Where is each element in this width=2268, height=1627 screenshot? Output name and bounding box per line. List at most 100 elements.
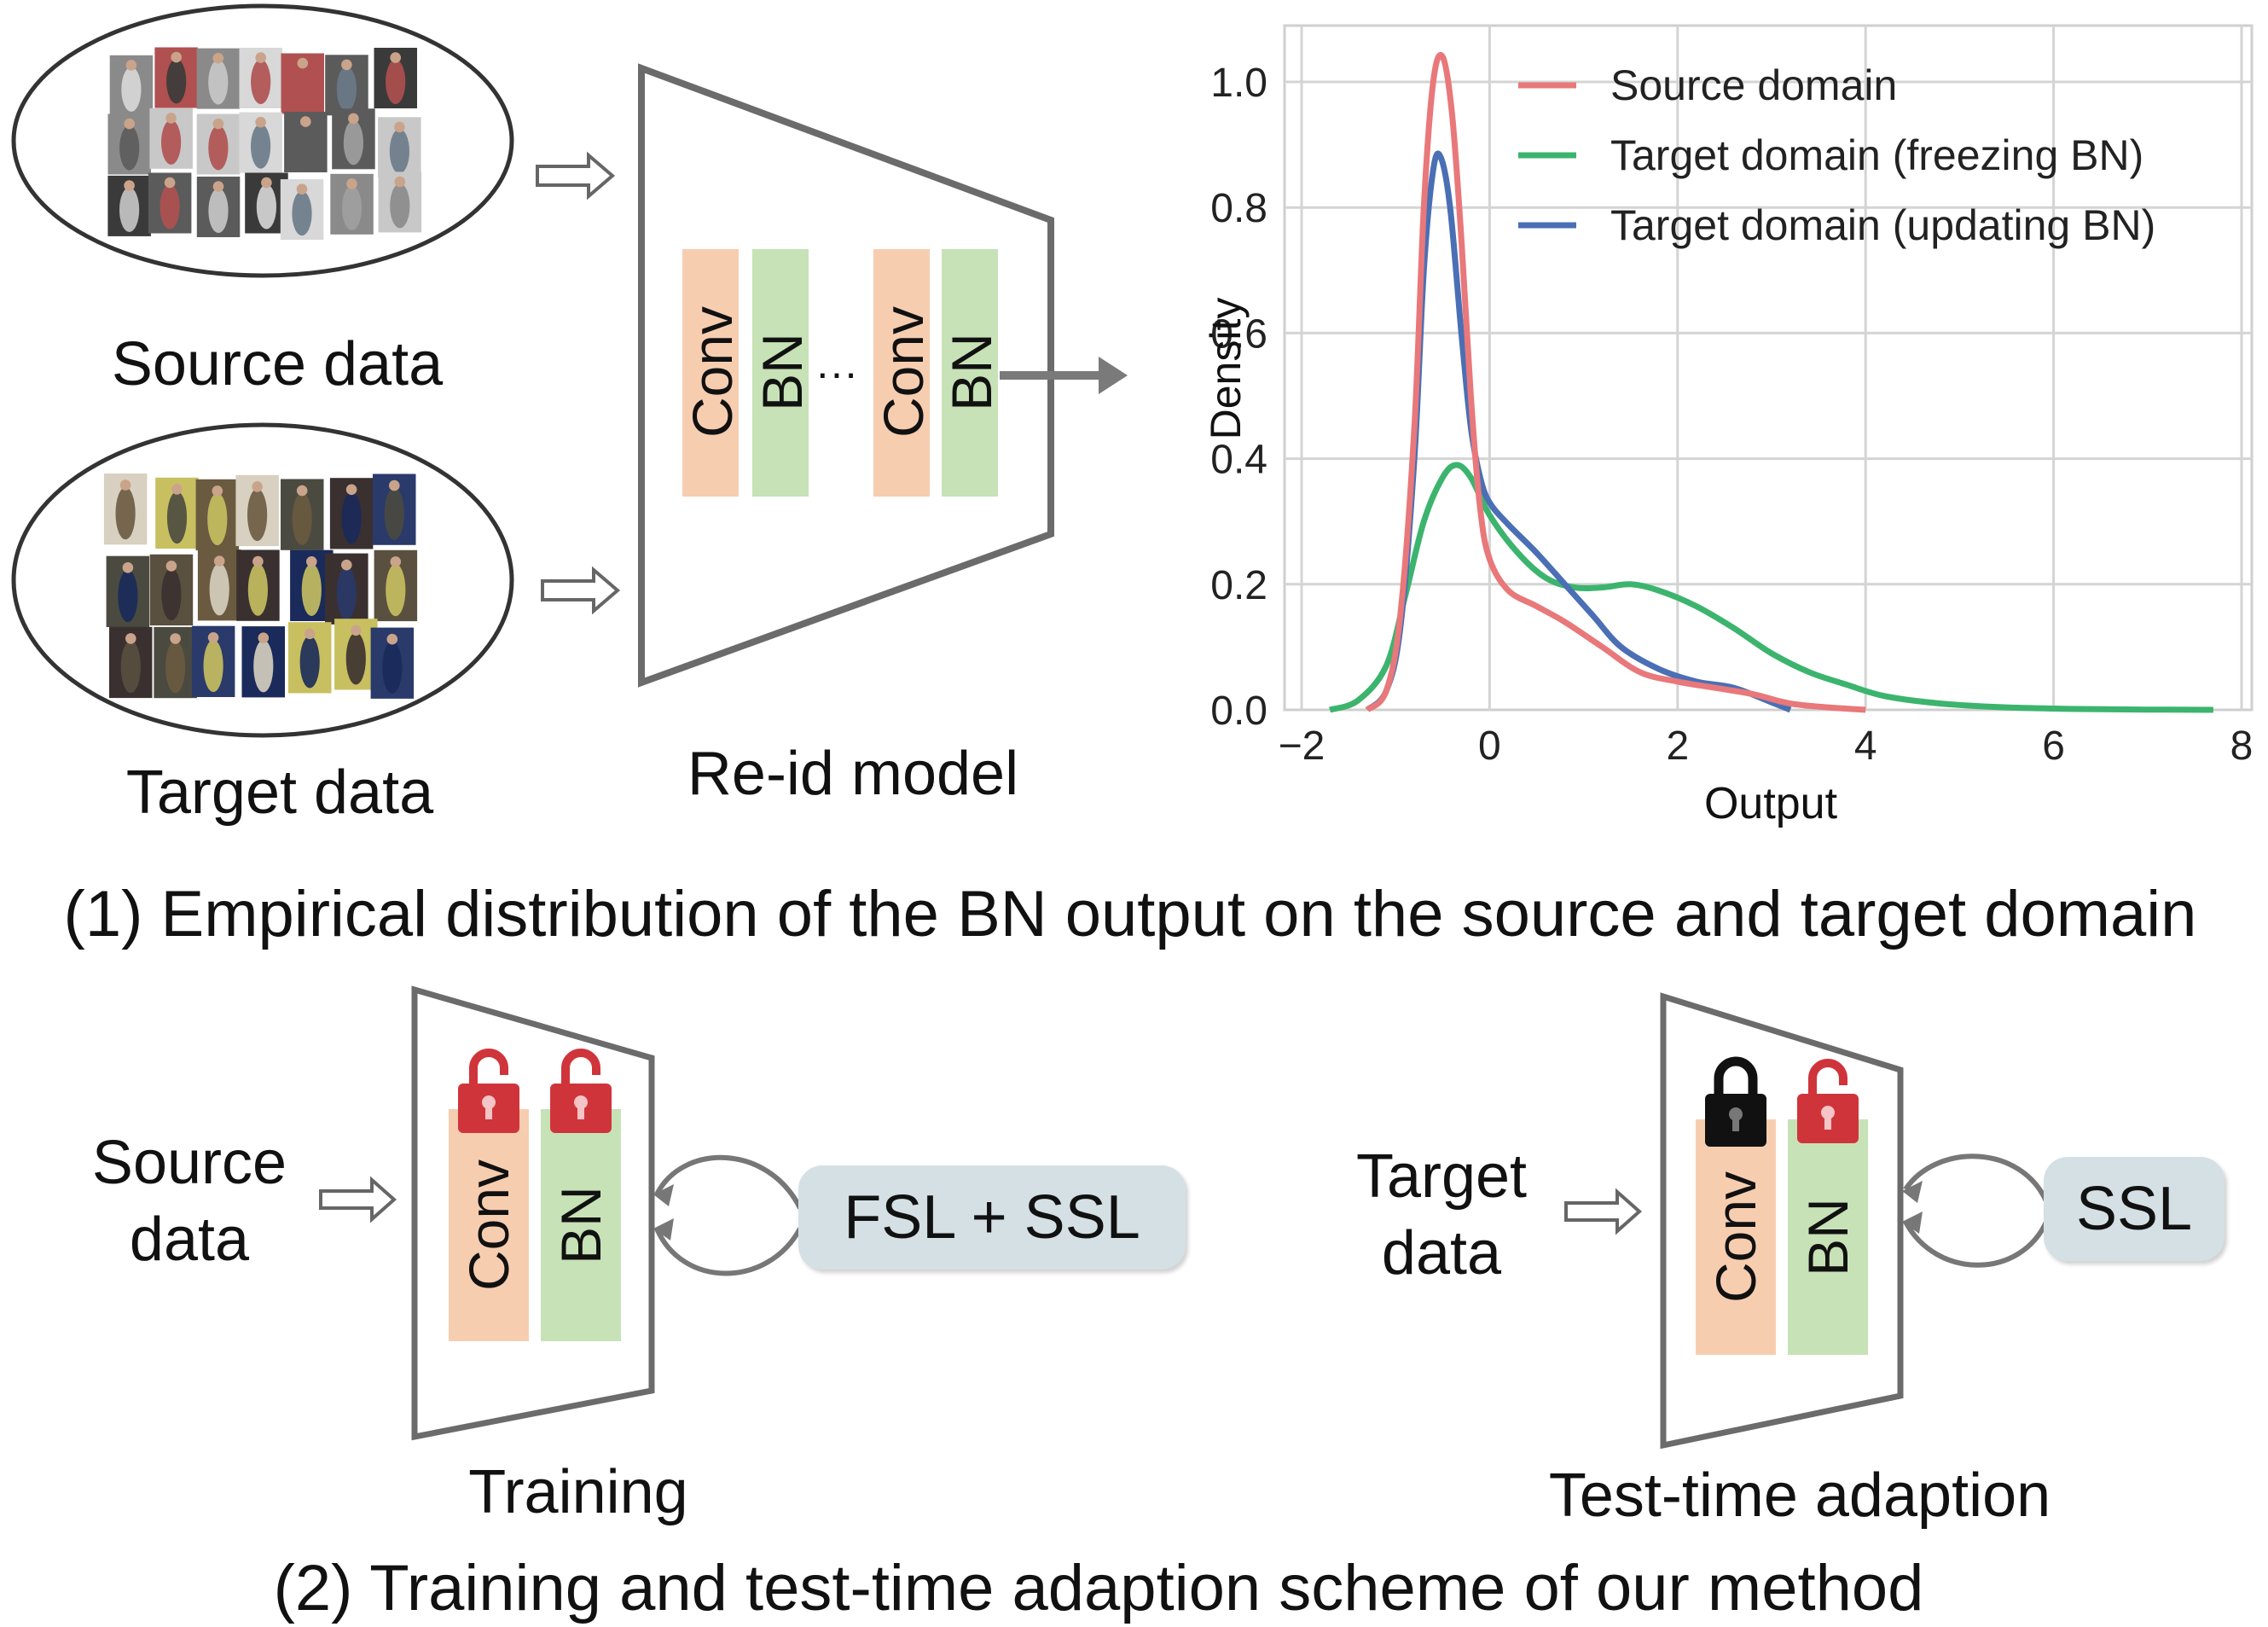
x-tick-label: 2 <box>1666 723 1689 769</box>
x-tick-label: −2 <box>1279 723 1325 769</box>
person-figure <box>389 129 409 174</box>
training-loop-arrowhead-top-icon <box>653 1184 674 1206</box>
person-head <box>296 183 308 195</box>
adaption-input-label-line2: data <box>1381 1219 1502 1287</box>
chart-y-axis-title: Density <box>1202 297 1250 440</box>
conv-block-1 <box>682 249 739 497</box>
x-tick-label: 8 <box>2230 723 2253 769</box>
person-figure <box>292 492 312 545</box>
person-figure <box>166 59 187 104</box>
training-loss-pill: FSL + SSL <box>798 1165 1186 1270</box>
adaption-conv-locked-lock-icon <box>1705 1056 1766 1147</box>
person-head <box>390 556 402 567</box>
person-figure <box>208 60 229 105</box>
person-figure <box>208 188 229 233</box>
person-head <box>348 113 359 125</box>
person-head <box>394 176 406 188</box>
person-figure <box>161 568 182 621</box>
person-head <box>124 180 135 191</box>
bn-output-arrowhead-icon <box>1099 357 1128 394</box>
person-figure <box>341 185 363 230</box>
person-head <box>389 479 400 491</box>
adaption-loop-arrow-icon <box>1903 1153 2050 1268</box>
conv-block-2 <box>873 249 930 497</box>
source-data-collage <box>107 47 422 241</box>
person-head <box>296 485 308 497</box>
bn-block-1 <box>752 249 809 497</box>
adaption-loop-arrowhead-top-icon <box>1902 1181 1923 1203</box>
adaption-loop-arrowhead-bottom-icon <box>1902 1212 1923 1234</box>
person-head <box>297 57 309 69</box>
adaption-input-arrow-icon <box>1564 1188 1643 1235</box>
chart-x-axis-title: Output <box>1703 779 1838 828</box>
person-figure <box>251 124 271 169</box>
person-figure <box>390 183 410 229</box>
conv-label-2: Conv <box>872 305 935 439</box>
person-head <box>252 555 264 567</box>
series-line-target-domain-freezing-bn <box>1329 462 2213 713</box>
person-head <box>212 485 223 497</box>
adaption-bn-unlocked-lock-icon <box>1797 1059 1859 1143</box>
training-loop-arrow-icon <box>654 1155 803 1276</box>
y-tick-label: 0.2 <box>1210 563 1267 608</box>
person-head <box>351 625 362 636</box>
adaption-bn-block <box>1788 1119 1868 1355</box>
person-figure <box>161 119 182 165</box>
target-data-collage <box>103 474 418 699</box>
person-head <box>171 484 183 495</box>
chart-series-group <box>1329 51 2213 713</box>
person-figure <box>166 491 188 544</box>
person-head <box>213 555 225 567</box>
person-figure <box>247 563 268 616</box>
person-figure <box>253 640 274 693</box>
legend-label-target-domain-updating-bn: Target domain (updating BN) <box>1610 201 2155 249</box>
person-figure <box>256 184 276 230</box>
person-figure <box>386 59 406 104</box>
bn-label-1: BN <box>751 333 814 411</box>
training-conv-unlocked-lock-icon <box>458 1049 519 1133</box>
person-head <box>346 178 357 189</box>
person-figure <box>207 492 228 546</box>
person-head <box>165 113 177 124</box>
training-input-label-line1: Source <box>91 1129 287 1197</box>
training-conv-block <box>449 1109 529 1341</box>
block-ellipsis: ··· <box>815 349 858 397</box>
adaption-label: Test-time adaption <box>1548 1461 2051 1530</box>
adaption-input-label-line1: Target <box>1355 1142 1528 1211</box>
person-head <box>125 60 137 71</box>
person-head <box>255 52 267 63</box>
person-head <box>252 481 263 492</box>
reid-model-trapezoid <box>638 63 1054 688</box>
person-head <box>341 59 352 71</box>
person-head <box>125 633 136 644</box>
person-head <box>261 177 272 189</box>
series-line-source-domain <box>1365 51 1866 713</box>
y-tick-label: 0.8 <box>1210 186 1267 231</box>
person-head <box>165 561 177 572</box>
person-figure <box>295 123 316 168</box>
person-figure <box>115 487 136 540</box>
training-input-arrow-icon <box>319 1176 397 1223</box>
adaption-loss-pill: SSL <box>2044 1157 2224 1261</box>
figure-caption-2: (2) Training and test-time adaption sche… <box>273 1552 1924 1624</box>
training-bn-unlocked-lock-icon <box>550 1049 612 1133</box>
person-figure <box>118 569 138 623</box>
person-figure <box>247 488 268 542</box>
person-head <box>212 181 224 192</box>
y-tick-label: 0.6 <box>1210 311 1267 357</box>
person-figure <box>160 184 180 230</box>
target-input-arrow-icon <box>541 566 621 615</box>
person-figure <box>292 190 312 236</box>
person-figure <box>301 563 322 617</box>
person-head <box>171 51 182 63</box>
legend-label-source-domain: Source domain <box>1610 61 1897 109</box>
person-figure <box>165 641 186 694</box>
bn-label-2: BN <box>940 333 1003 411</box>
person-figure <box>341 491 362 544</box>
person-head <box>122 562 134 573</box>
person-figure <box>120 640 141 694</box>
person-head <box>386 633 398 645</box>
source-input-arrow-icon <box>536 151 616 200</box>
